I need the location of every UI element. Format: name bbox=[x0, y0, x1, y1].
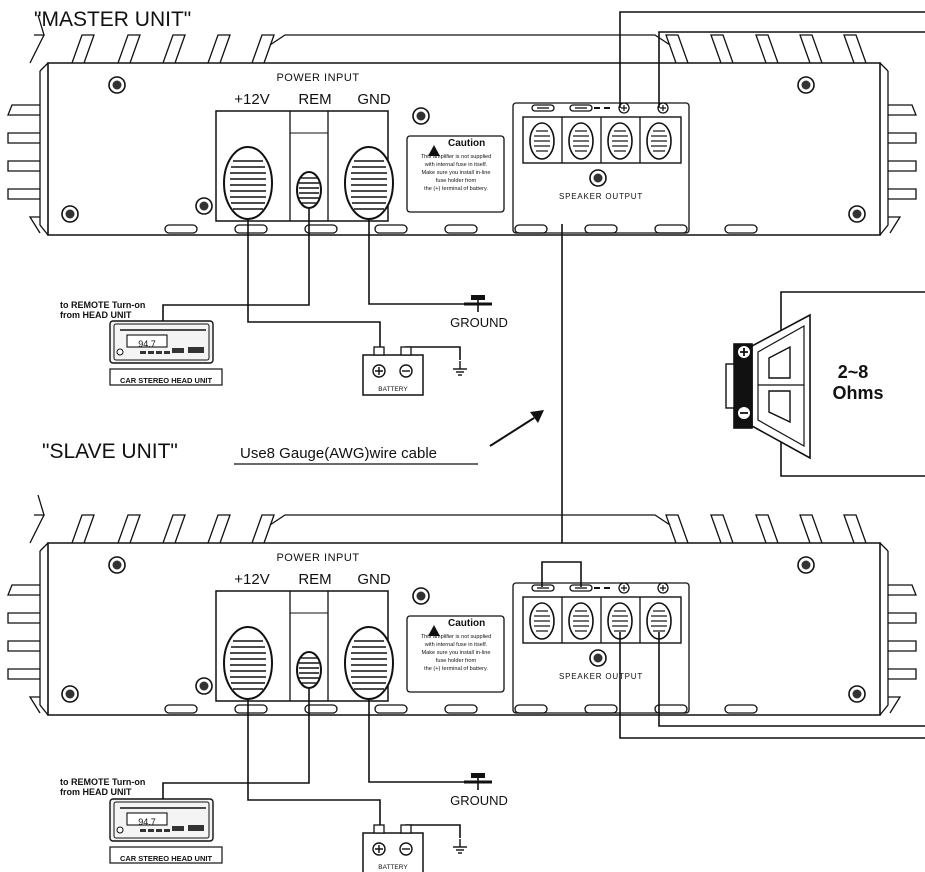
slave-caution-line: fuse holder from bbox=[436, 658, 477, 664]
master-battery-ground-icon bbox=[452, 360, 468, 376]
master-caution-line: the (+) terminal of battery. bbox=[424, 186, 488, 192]
master-caution-title: Caution bbox=[448, 138, 485, 149]
speaker bbox=[725, 291, 925, 477]
slave-speaker-output-backdrop bbox=[552, 671, 652, 681]
master-caution-line: fuse holder from bbox=[436, 178, 477, 184]
slave-head-unit-display: 94.7 bbox=[138, 817, 156, 827]
master-unit-title: "MASTER UNIT" bbox=[34, 8, 191, 31]
slave-ground-label: GROUND bbox=[450, 793, 508, 808]
slave-wiring bbox=[162, 561, 925, 838]
slave-amplifier bbox=[7, 494, 917, 716]
slave-battery-ground-icon bbox=[452, 838, 468, 854]
wire-gauge-note: Use8 Gauge(AWG)wire cable bbox=[240, 445, 437, 462]
master-caution-line: Make sure you install in-line bbox=[421, 170, 490, 176]
master-speaker-output-label: SPEAKER OUTPUT bbox=[559, 192, 643, 201]
master-wiring bbox=[162, 11, 925, 560]
master-remote-line1: to REMOTE Turn-on bbox=[60, 300, 145, 310]
master-speaker-output-backdrop bbox=[552, 191, 652, 201]
slave-gnd-label: GND bbox=[357, 571, 391, 588]
master-ground-terminal bbox=[464, 295, 492, 312]
master-battery-label: BATTERY bbox=[378, 386, 408, 393]
slave-caution-title: Caution bbox=[448, 618, 485, 629]
master-caution-line: with internal fuse in itself. bbox=[424, 162, 488, 168]
master-gnd-label: GND bbox=[357, 91, 391, 108]
master-ground-label: GROUND bbox=[450, 315, 508, 330]
slave-caution-line: Make sure you install in-line bbox=[421, 650, 490, 656]
slave-rem-label: REM bbox=[298, 571, 331, 588]
speaker-impedance-value: 2~8 bbox=[838, 362, 869, 382]
master-rem-label: REM bbox=[298, 91, 331, 108]
master-remote-line2: from HEAD UNIT bbox=[60, 310, 132, 320]
slave-remote-line2: from HEAD UNIT bbox=[60, 787, 132, 797]
slave-head-unit-label: CAR STEREO HEAD UNIT bbox=[120, 854, 213, 863]
slave-12v-label: +12V bbox=[234, 571, 269, 588]
master-12v-label: +12V bbox=[234, 91, 269, 108]
slave-speaker-output-label: SPEAKER OUTPUT bbox=[559, 672, 643, 681]
master-power-input-label: POWER INPUT bbox=[276, 72, 359, 84]
slave-caution-line: the (+) terminal of battery. bbox=[424, 666, 488, 672]
slave-battery-label: BATTERY bbox=[378, 864, 408, 871]
slave-ground-terminal bbox=[464, 773, 492, 790]
slave-caution-line: with internal fuse in itself. bbox=[424, 642, 488, 648]
arrow-icon bbox=[489, 410, 544, 447]
speaker-impedance-unit: Ohms bbox=[832, 383, 883, 403]
master-head-unit-display: 94.7 bbox=[138, 339, 156, 349]
master-head-unit-label: CAR STEREO HEAD UNIT bbox=[120, 376, 213, 385]
slave-caution-line: This amplifier is not supplied bbox=[421, 634, 492, 640]
slave-power-input-label: POWER INPUT bbox=[276, 552, 359, 564]
slave-unit-title: "SLAVE UNIT" bbox=[42, 440, 178, 463]
slave-remote-line1: to REMOTE Turn-on bbox=[60, 777, 145, 787]
master-amplifier bbox=[7, 14, 917, 236]
master-caution-line: This amplifier is not supplied bbox=[421, 154, 492, 160]
